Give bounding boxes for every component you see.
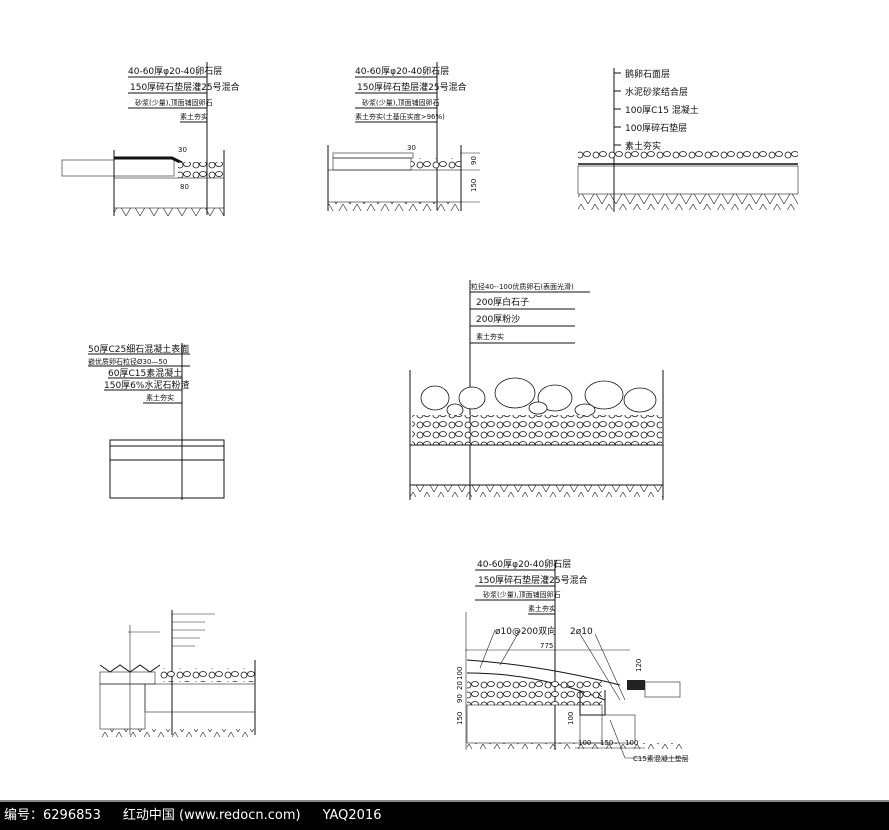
- dimension-label: 150: [456, 712, 464, 725]
- layer-label: 50厚C25细石混凝土表面: [88, 343, 189, 355]
- layer-label: 素土夯实: [146, 393, 174, 402]
- paving-details-drawing: 40-60厚φ20-40卵石层 150厚碎石垫层灌25号混合 砂浆(少量),顶面…: [61, 62, 799, 763]
- dimension-label: 120: [635, 659, 643, 672]
- dimension-label: 100: [625, 739, 638, 747]
- dimension-label: 150: [470, 179, 478, 192]
- dimension-label: 90: [456, 694, 464, 703]
- footer-watermark-bar: 编号：6296853 红动中国 (www.redocn.com) YAQ2016: [0, 800, 889, 830]
- layer-label: 150厚碎石垫层灌25号混合: [357, 81, 467, 93]
- dimension-label: 150: [600, 739, 613, 747]
- dimension-label: 30: [178, 146, 187, 154]
- detail-3-cobblestone-paving: 鹅卵石面层 水泥砂浆结合层 100厚C15 混凝土 100厚碎石垫层 素土夯实: [577, 68, 799, 212]
- detail-4-pebble-concrete: 50厚C25细石混凝土表面 嵌优质卵石粒径Ø30—50 60厚C15素混凝土 1…: [88, 343, 225, 500]
- concrete-label: C15素混凝土垫层: [633, 754, 689, 763]
- layer-label: 砂浆(少量),顶面铺固卵石: [135, 98, 213, 107]
- dimension-label: 775: [540, 642, 553, 650]
- layer-label: 100厚C15 混凝土: [625, 104, 699, 116]
- detail-5-large-pebble-bed: 粒径40--100优质卵石(表面光滑) 200厚白石子 200厚粉沙 素土夯实: [409, 280, 664, 500]
- layer-label: 粒径40--100优质卵石(表面光滑): [471, 282, 574, 291]
- layer-label: 砂浆(少量),顶面铺固卵石: [362, 98, 440, 107]
- layer-label: 150厚碎石垫层灌25号混合: [130, 81, 240, 93]
- layer-label: 砂浆(少量),顶面铺固卵石: [483, 590, 561, 599]
- layer-label: 鹅卵石面层: [625, 68, 670, 80]
- layer-label: 60厚C15素混凝土: [108, 367, 182, 379]
- layer-label: 150厚6%水泥石粉渣: [104, 379, 189, 391]
- layer-label: 嵌优质卵石粒径Ø30—50: [88, 357, 167, 366]
- detail-7-drain-section: 40-60厚φ20-40卵石层 150厚碎石垫层灌25号混合 砂浆(少量),顶面…: [456, 559, 689, 763]
- layer-label: 40-60厚φ20-40卵石层: [477, 559, 571, 570]
- layer-label: 40-60厚φ20-40卵石层: [128, 66, 222, 77]
- author-id: YAQ2016: [322, 808, 382, 823]
- layer-label: 素土夯实: [625, 140, 661, 152]
- dimension-label: 100: [567, 712, 575, 725]
- dimension-label: 30: [407, 144, 416, 152]
- layer-label: 40-60厚φ20-40卵石层: [355, 66, 449, 77]
- layer-label: 水泥砂浆结合层: [625, 86, 688, 98]
- layer-label: 素土夯实: [528, 604, 556, 613]
- detail-1-pebble-path: 40-60厚φ20-40卵石层 150厚碎石垫层灌25号混合 砂浆(少量),顶面…: [61, 62, 240, 216]
- rebar-label: ø10@200双向: [495, 625, 556, 637]
- layer-label: 200厚白石子: [476, 296, 529, 308]
- layer-label: 200厚粉沙: [476, 313, 520, 325]
- dimension-label: 80: [180, 183, 189, 191]
- dimension-label: 100: [578, 739, 591, 747]
- layer-label: 素土夯实: [180, 112, 208, 121]
- site-name: 红动中国 (www.redocn.com): [122, 808, 301, 823]
- detail-6-edge-section: [99, 610, 256, 737]
- dimension-label: 90: [470, 156, 478, 165]
- detail-2-pebble-path: 40-60厚φ20-40卵石层 150厚碎石垫层灌25号混合 砂浆(少量),顶面…: [327, 62, 480, 211]
- dimension-label: 20: [456, 681, 464, 690]
- dimension-label: 100: [456, 667, 464, 680]
- layer-label: 100厚碎石垫层: [625, 122, 687, 134]
- layer-label: 150厚碎石垫层灌25号混合: [478, 574, 588, 586]
- layer-label: 素土夯实: [476, 332, 504, 341]
- rebar-label: 2ø10: [570, 627, 593, 637]
- image-id: 编号：6296853: [4, 808, 101, 823]
- layer-label: 素土夯实(土基压实度>96%): [355, 112, 445, 121]
